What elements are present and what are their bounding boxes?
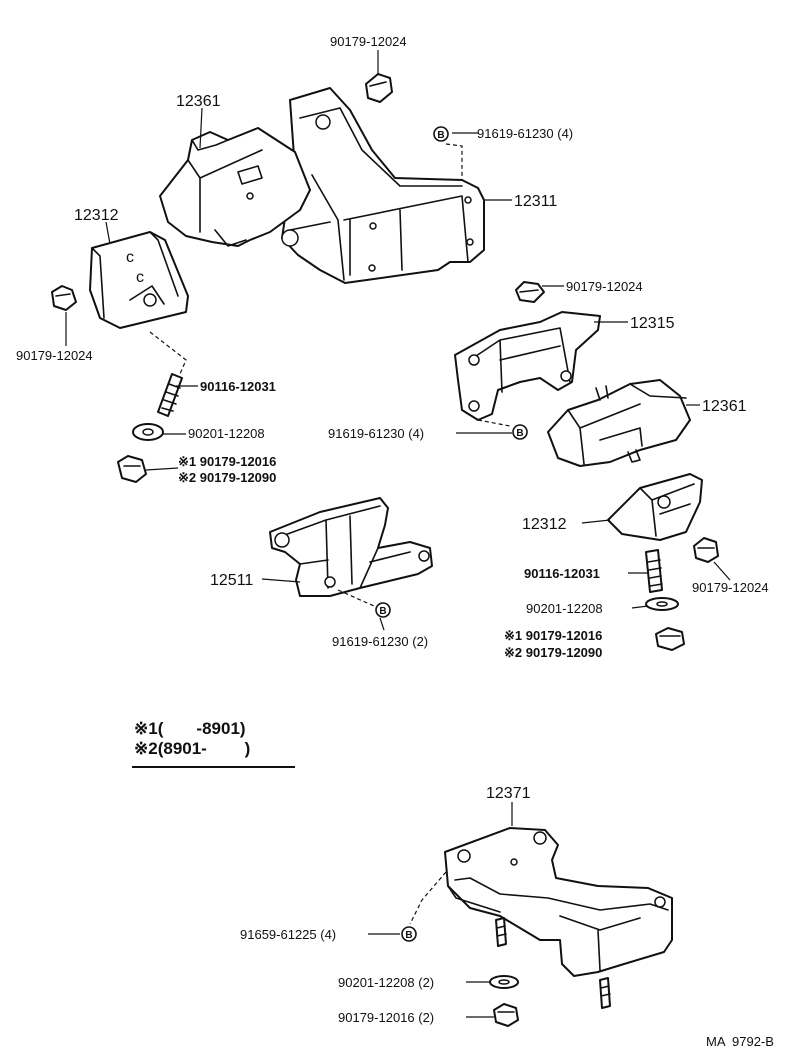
callout-91619-61230-4-a: 91619-61230 (4)	[477, 126, 573, 141]
part-12312-left: c c	[89, 231, 189, 329]
svg-text:B: B	[437, 130, 444, 141]
callout-12312-b: 12312	[522, 516, 567, 533]
callout-12311: 12311	[514, 193, 557, 210]
callout-12361-a: 12361	[176, 93, 221, 110]
callout-90201-12208-b: 90201-12208	[526, 601, 603, 616]
bolt-marker-b-2: B	[512, 424, 528, 440]
callout-90179-12024-c: 90179-12024	[566, 279, 643, 294]
part-12311-bracket	[281, 87, 485, 284]
callout-90179-12024-a: 90179-12024	[330, 34, 407, 49]
callout-91619-61230-2: 91619-61230 (2)	[332, 634, 428, 649]
callout-12361-b: 12361	[702, 398, 747, 415]
svg-text:B: B	[516, 428, 523, 439]
part-nut-90179-12024-right	[693, 537, 719, 563]
callout-90179-12016-2: 90179-12016 (2)	[338, 1010, 434, 1025]
callout-12511: 12511	[210, 572, 253, 589]
part-nut-90179-12024-left	[51, 285, 77, 311]
part-stud-90116-12031-right	[645, 549, 663, 593]
svg-text:B: B	[405, 930, 412, 941]
part-nut-90179-12016-bottom	[493, 1003, 519, 1027]
part-washer-90201-12208-right	[645, 597, 679, 611]
part-12312-right	[607, 473, 703, 541]
svg-text:B: B	[379, 606, 386, 617]
callout-90201-12208-2: 90201-12208 (2)	[338, 975, 434, 990]
callout-m2-90179-12090-b: ※2 90179-12090	[504, 645, 602, 660]
part-nut-90179-12016-right	[655, 627, 685, 651]
part-stud-90116-12031-left	[157, 373, 183, 417]
legend-line-2: ※2(8901- )	[134, 739, 250, 758]
serial-legend: ※1( -8901) ※2(8901- )	[132, 719, 295, 768]
part-washer-90201-12208-left	[132, 423, 164, 441]
part-12371-member	[444, 827, 673, 1009]
leader-lines	[65, 50, 731, 1018]
svg-text:c: c	[136, 269, 144, 286]
callout-91619-61230-4-b: 91619-61230 (4)	[328, 426, 424, 441]
callout-91659-61225-4: 91659-61225 (4)	[240, 927, 336, 942]
part-12511-bracket	[269, 497, 433, 597]
callout-12371: 12371	[486, 785, 531, 802]
part-nut-90179-12024-top	[365, 73, 393, 103]
bolt-marker-b-3: B	[375, 602, 391, 618]
part-12315-bracket	[454, 311, 601, 421]
part-nut-90179-12016-left	[117, 455, 147, 483]
callout-90179-12024-d: 90179-12024	[692, 580, 769, 595]
callout-90179-12024-b: 90179-12024	[16, 348, 93, 363]
callout-90201-12208-a: 90201-12208	[188, 426, 265, 441]
callout-90116-12031-a: 90116-12031	[200, 379, 276, 394]
callout-12312-a: 12312	[74, 207, 119, 224]
callout-m1-90179-12016-b: ※1 90179-12016	[504, 628, 602, 643]
part-nut-90179-12024-right-top	[515, 281, 545, 303]
bolt-marker-b-4: B	[401, 926, 417, 942]
callout-m1-90179-12016-a: ※1 90179-12016	[178, 454, 276, 469]
legend-line-1: ※1( -8901)	[134, 719, 246, 738]
callout-m2-90179-12090-a: ※2 90179-12090	[178, 470, 276, 485]
part-12361-insulator-right	[547, 379, 691, 467]
drawing-code: MA 9792-B	[706, 1034, 774, 1049]
bolt-marker-b-1: B	[433, 126, 449, 142]
part-washer-90201-12208-bottom	[489, 975, 519, 989]
callout-12315: 12315	[630, 315, 675, 332]
callout-90116-12031-b: 90116-12031	[524, 566, 600, 581]
svg-text:c: c	[126, 249, 134, 266]
